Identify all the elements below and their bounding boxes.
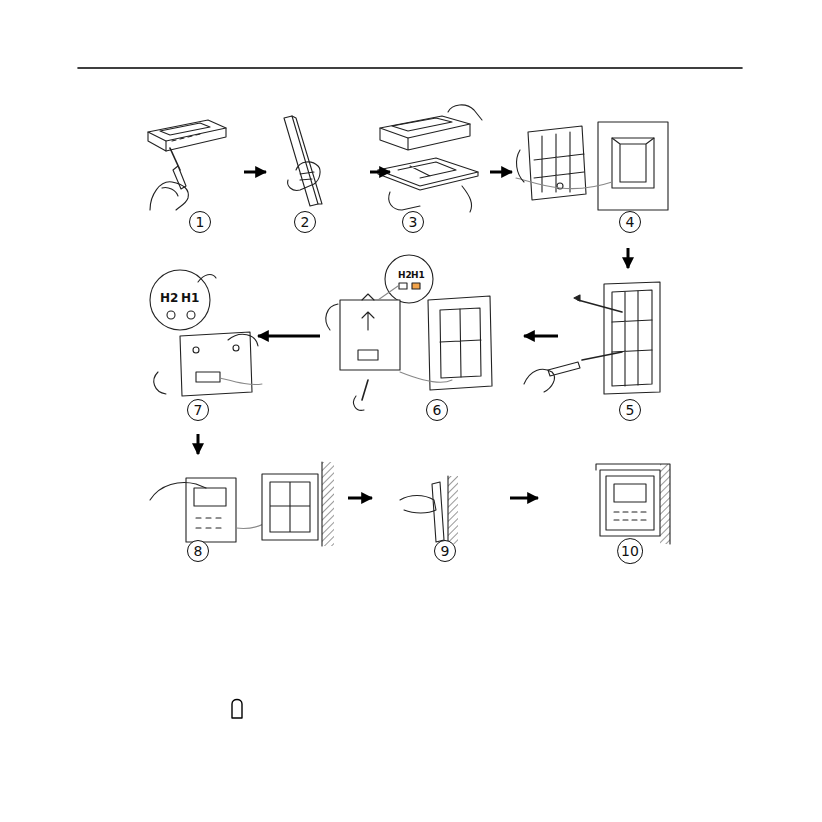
step10-illustration <box>596 464 670 544</box>
step-panel: 10 <box>540 456 670 564</box>
terminal-label: H1 <box>411 271 425 280</box>
step-number: 6 <box>426 399 448 421</box>
step-arrow <box>490 171 512 174</box>
step-number: 1 <box>189 211 211 233</box>
terminal-label: H2 <box>160 292 178 304</box>
step-panel: 4 <box>514 100 674 246</box>
step-number: 2 <box>294 211 316 233</box>
small-symbol <box>232 700 242 719</box>
step5-illustration <box>524 282 660 394</box>
step-arrow <box>370 171 390 174</box>
step-panel: 2 <box>268 100 368 238</box>
step-panel: 5 <box>560 270 670 422</box>
step-panel: 1 <box>138 100 242 238</box>
terminal-label: H1 <box>181 292 199 304</box>
step-arrow <box>348 497 372 500</box>
step-number: 8 <box>187 540 209 562</box>
step8-illustration <box>150 462 334 546</box>
step-panel: 6 <box>322 258 522 422</box>
step-panel: 7 <box>140 256 256 432</box>
step3-illustration <box>378 105 482 212</box>
step6-illustration <box>326 255 492 410</box>
step-number: 5 <box>619 399 641 421</box>
step2-illustration <box>284 116 322 206</box>
header-rule <box>78 67 742 69</box>
step-number: 10 <box>617 538 643 564</box>
step-arrow <box>627 248 630 268</box>
terminal-label: H2 <box>398 271 412 280</box>
step-number: 4 <box>619 211 641 233</box>
step-arrow <box>258 335 320 338</box>
step-panel: 3 <box>392 100 488 238</box>
step7-illustration <box>150 270 262 396</box>
step-arrow <box>524 335 558 338</box>
step-panel: 8 <box>138 456 346 564</box>
step4-illustration <box>516 122 668 210</box>
step-arrow <box>197 434 200 454</box>
step1-illustration <box>148 120 226 210</box>
step-panel: 9 <box>374 470 508 564</box>
step-arrow <box>244 171 266 174</box>
step-number: 9 <box>434 540 456 562</box>
step-number: 7 <box>187 399 209 421</box>
step-number: 3 <box>402 211 424 233</box>
step-arrow <box>510 497 538 500</box>
step9-illustration <box>400 476 458 544</box>
